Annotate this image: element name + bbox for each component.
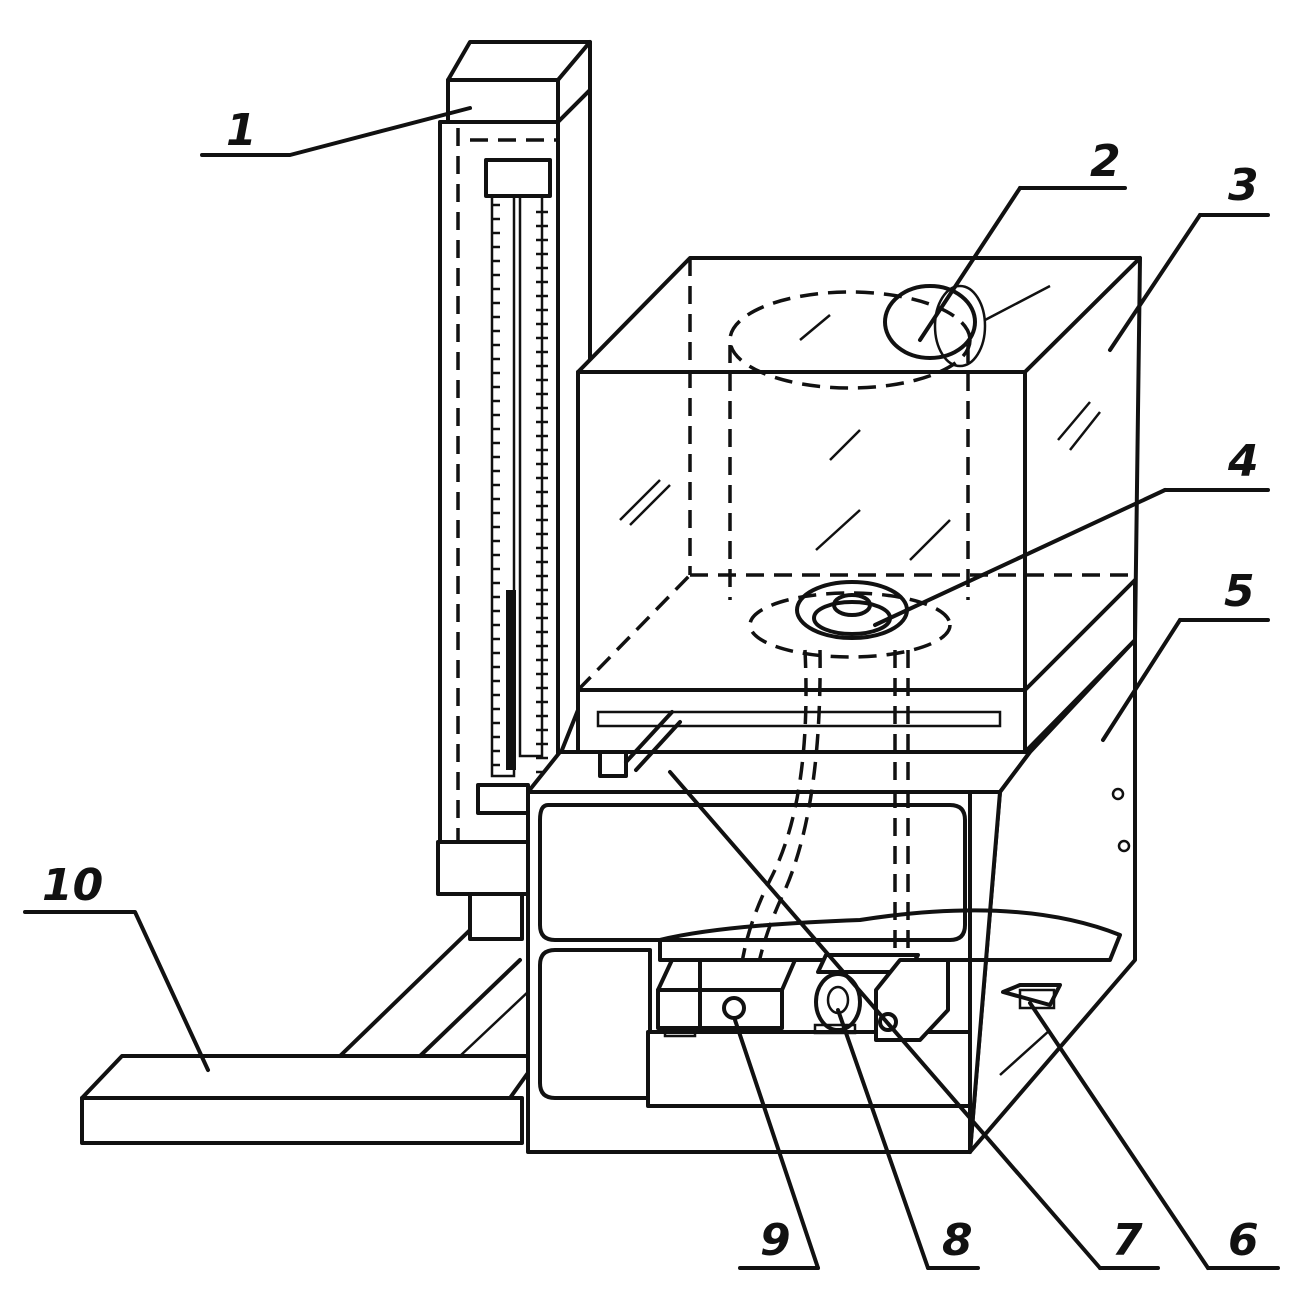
callout-10: 10 xyxy=(42,860,103,911)
callout-7: 7 xyxy=(1112,1215,1143,1266)
callout-5: 5 xyxy=(1224,566,1255,617)
callout-6: 6 xyxy=(1228,1215,1259,1266)
callout-labels: 1 2 3 4 5 6 7 8 9 10 xyxy=(42,105,1259,1266)
valve-block xyxy=(656,958,797,1038)
switch-unit xyxy=(999,983,1062,1076)
mercury-fill xyxy=(506,590,516,770)
manometer-column xyxy=(436,40,592,941)
callout-1: 1 xyxy=(226,105,257,156)
pump-unit xyxy=(813,953,950,1042)
manometer-scale xyxy=(492,203,548,774)
base-rail xyxy=(80,928,542,1145)
callout-2: 2 xyxy=(1090,136,1121,187)
glass-chamber xyxy=(576,256,1142,778)
leader-lines xyxy=(23,106,1280,1270)
callout-8: 8 xyxy=(942,1215,973,1266)
callout-4: 4 xyxy=(1227,436,1259,487)
callout-3: 3 xyxy=(1228,160,1259,211)
callout-9: 9 xyxy=(760,1215,791,1266)
